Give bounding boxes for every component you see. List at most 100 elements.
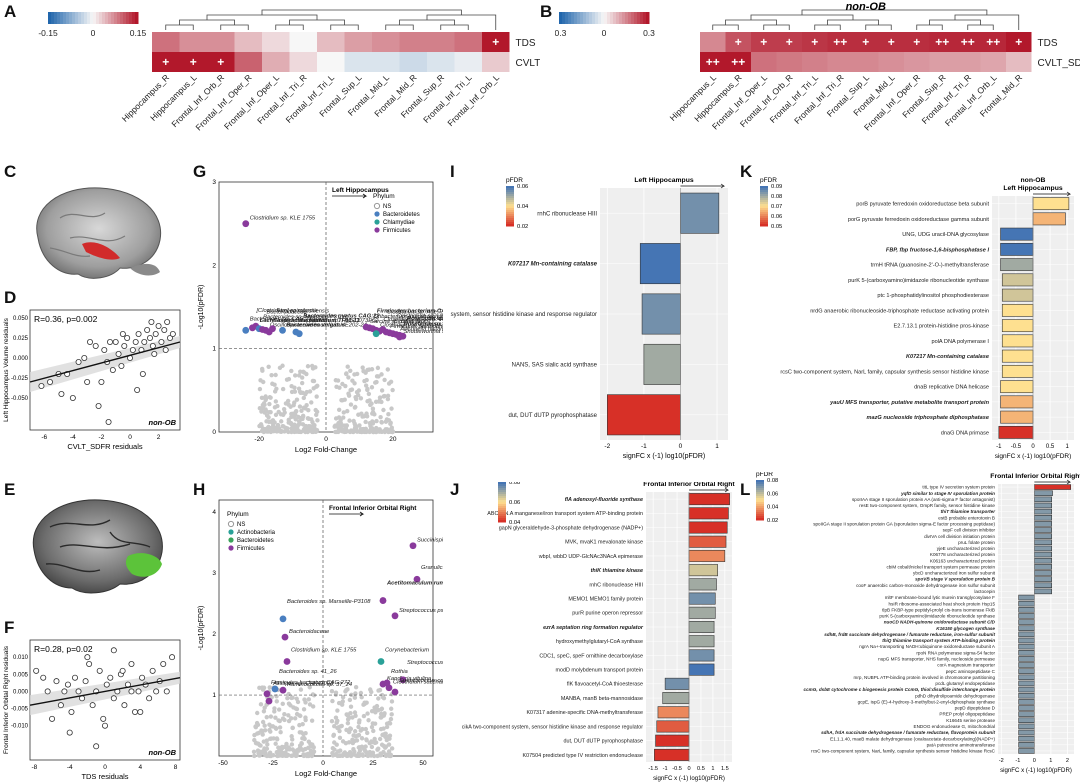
ns-point xyxy=(387,753,393,758)
bar xyxy=(1034,490,1053,496)
ns-point xyxy=(288,703,293,708)
scatter-point xyxy=(84,379,91,386)
category-label: tlpB FKBP-type peptidyl-prolyl cis-trans… xyxy=(882,607,995,612)
legend-step xyxy=(756,482,764,485)
scatter-point xyxy=(148,318,155,325)
ns-point xyxy=(363,419,368,425)
bar xyxy=(688,592,716,605)
legend-tick: 0.08 xyxy=(767,478,778,484)
ns-point xyxy=(369,367,375,372)
ns-point xyxy=(370,410,376,415)
category-label: ENDOG endonuclease G, mitochondrial xyxy=(914,724,995,729)
region-title: Frontal Inferior Orbital Right xyxy=(329,505,417,512)
category-label: cbiM cobalt/nickel transport system perm… xyxy=(886,564,995,569)
ns-point xyxy=(309,753,315,759)
ns-point xyxy=(334,384,339,390)
ns-point xyxy=(293,409,298,415)
scatter-point xyxy=(98,379,105,386)
ns-point xyxy=(361,746,367,751)
panel-label-c: C xyxy=(4,162,17,181)
ns-point xyxy=(296,373,302,378)
scatter-point xyxy=(164,318,171,325)
bar xyxy=(1018,674,1035,681)
ns-point xyxy=(370,739,375,745)
colorbar-step xyxy=(625,12,629,24)
legend-title: Phylum xyxy=(373,193,395,200)
legend-tick: 0.05 xyxy=(771,224,782,230)
legend-step xyxy=(756,498,764,501)
dendrogram-branch xyxy=(801,9,988,15)
ns-point xyxy=(255,710,260,716)
ns-point xyxy=(303,715,308,720)
significant-point xyxy=(242,220,250,228)
colorbar-step xyxy=(610,12,614,24)
ns-point xyxy=(268,395,273,400)
legend-step xyxy=(760,188,768,191)
ns-point xyxy=(269,372,274,378)
ns-point xyxy=(278,730,283,735)
legend-step xyxy=(756,492,764,495)
colorbar-step xyxy=(589,12,593,24)
ns-point xyxy=(386,412,391,417)
colorbar-step xyxy=(51,12,55,24)
x-tick-label: 2 xyxy=(1066,758,1069,764)
ns-point xyxy=(267,401,272,407)
ns-point xyxy=(273,412,279,418)
ns-point xyxy=(382,377,387,383)
ns-point xyxy=(347,418,352,423)
bar xyxy=(1018,631,1035,638)
category-label: MANBA, manB beta-mannosidase xyxy=(561,696,643,702)
scatter-point xyxy=(96,667,103,674)
bar xyxy=(1018,619,1035,625)
legend-tick: 0.06 xyxy=(517,184,528,190)
bar xyxy=(1000,227,1034,241)
bar xyxy=(1018,748,1035,754)
ns-point xyxy=(261,709,267,714)
ns-point xyxy=(257,685,262,691)
legend-marker xyxy=(227,520,235,528)
category-label: UNG, UDG uracil-DNA glycosylase xyxy=(902,232,989,238)
ns-point xyxy=(304,389,309,395)
point-label: Clostridium sp. KLE 1755 xyxy=(250,216,316,222)
bar xyxy=(1018,742,1035,748)
scatter-point xyxy=(66,729,73,736)
legend-step xyxy=(498,488,506,491)
ns-point xyxy=(363,383,369,388)
x-tick-label: 0.5 xyxy=(1046,444,1055,450)
heatmap-row-label: TDS xyxy=(1038,38,1058,49)
colorbar-step xyxy=(102,12,106,24)
colorbar-step xyxy=(87,12,91,24)
colorbar-step xyxy=(637,12,641,24)
colorbar-step xyxy=(598,12,602,24)
category-label: mltF membrane-bound lytic murein transgl… xyxy=(885,595,995,600)
bar xyxy=(1018,723,1035,730)
heatmap-cell xyxy=(955,32,981,52)
scatter-point xyxy=(38,383,45,390)
scatter-point xyxy=(49,715,56,722)
ns-point xyxy=(281,406,287,412)
ns-point xyxy=(340,695,346,700)
bar xyxy=(1034,539,1052,546)
ns-point xyxy=(273,399,279,404)
scatter-point xyxy=(102,722,109,729)
ns-point xyxy=(277,426,282,431)
bar xyxy=(688,521,728,534)
ns-point xyxy=(356,745,361,750)
ns-point xyxy=(355,753,360,759)
ns-point xyxy=(347,697,353,703)
category-label: spoVB stage V sporulation protein B xyxy=(915,577,996,582)
colorbar-step xyxy=(646,12,650,24)
ns-point xyxy=(288,716,294,721)
bar xyxy=(1000,380,1034,394)
bar xyxy=(680,192,720,234)
ns-point xyxy=(379,419,384,425)
category-label: sdhA, frdA succinate dehydrogenase / fum… xyxy=(821,730,995,735)
bar xyxy=(657,706,690,719)
heatmap-cell xyxy=(725,32,751,52)
ns-point xyxy=(259,409,264,414)
scatter-point xyxy=(57,702,64,709)
scatter-point xyxy=(53,678,60,685)
bar xyxy=(1001,334,1034,348)
dendrogram-branch xyxy=(916,24,943,30)
